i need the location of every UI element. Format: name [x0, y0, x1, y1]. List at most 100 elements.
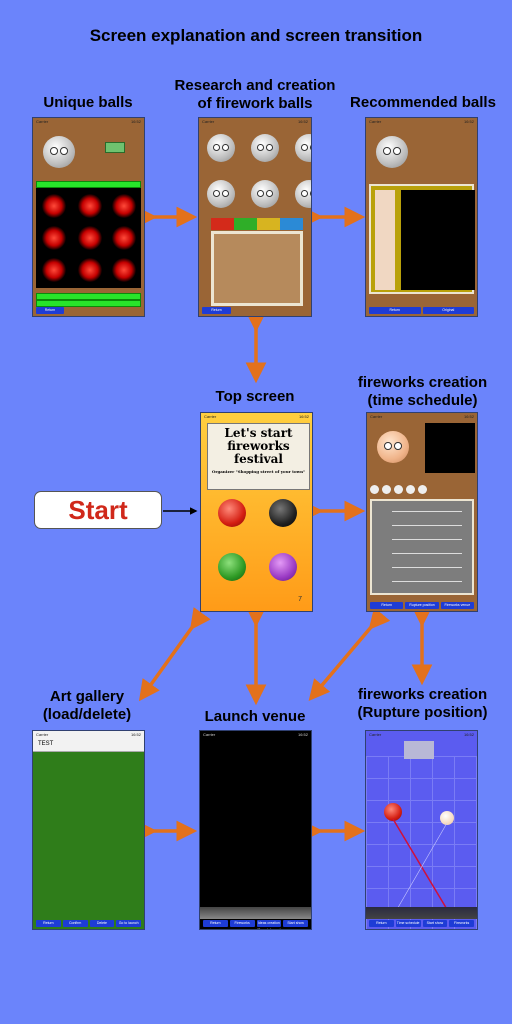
- delete-button[interactable]: Delete: [89, 920, 115, 927]
- ball-character-icon: [376, 136, 408, 168]
- label-research-line2: of firework balls: [197, 95, 313, 112]
- ball-icon[interactable]: [251, 134, 279, 162]
- black-ball-icon[interactable]: [269, 499, 297, 527]
- green-bar-2[interactable]: [36, 300, 141, 307]
- schedule-sliders[interactable]: [370, 499, 474, 595]
- button-bar: Return Rupture position Fireworks venue: [370, 602, 474, 609]
- fireworks-venue-button[interactable]: Fireworks venue: [229, 920, 255, 929]
- banner-line-1: Let's start: [224, 426, 293, 440]
- label-research-line1: Research and creation: [174, 77, 336, 94]
- label-creation-time-line2: (time schedule): [367, 392, 478, 409]
- ball-selector[interactable]: [404, 741, 434, 759]
- festival-banner: Let's start fireworks festival Organizer…: [207, 423, 310, 490]
- fireworks-venue-button[interactable]: Fireworks venue: [449, 920, 474, 929]
- return-button[interactable]: Return: [36, 307, 64, 314]
- position-grid[interactable]: [366, 756, 477, 929]
- banner-line-3: festival: [234, 452, 283, 466]
- recommended-grid[interactable]: [369, 184, 475, 294]
- ball-character-icon: [43, 136, 75, 168]
- return-button[interactable]: Return: [369, 920, 394, 927]
- return-button[interactable]: Return: [370, 602, 404, 609]
- ball-icon[interactable]: [207, 134, 235, 162]
- material-strip[interactable]: [211, 218, 303, 230]
- fireworks-venue-button[interactable]: Fireworks venue: [440, 602, 474, 609]
- label-research: Research and creation of firework balls: [160, 77, 350, 113]
- arrow-top-gallery: [138, 607, 211, 702]
- arrow-time-launch: [308, 607, 391, 702]
- red-ball-icon[interactable]: [384, 803, 402, 821]
- ball-character-icon: [377, 431, 409, 463]
- peach-ball-icon[interactable]: [440, 811, 454, 825]
- mixing-box[interactable]: [211, 231, 303, 306]
- ball-strip[interactable]: [370, 485, 474, 495]
- start-show-button[interactable]: Start show: [422, 920, 448, 927]
- fireworks-grid: [36, 188, 141, 288]
- label-top-screen: Top screen: [215, 388, 295, 405]
- page-number: 7: [298, 596, 302, 603]
- button-bar: Return Original: [369, 307, 474, 314]
- trajectory-lines: [392, 818, 449, 912]
- green-ball-icon[interactable]: [218, 553, 246, 581]
- ball-icon[interactable]: [207, 180, 235, 208]
- return-button[interactable]: Return: [369, 307, 421, 314]
- button-bar: Return Confirm Delete Go to launch venue: [36, 920, 141, 929]
- button-bar: Return Time schedule Start show Firework…: [369, 920, 474, 929]
- return-button[interactable]: Return: [202, 307, 231, 314]
- rupture-position-button[interactable]: Rupture position: [405, 602, 439, 609]
- ideas-creation-button[interactable]: Ideas creation (Speed, Image): [256, 920, 282, 930]
- label-creation-rupture-line1: fireworks creation: [357, 686, 488, 703]
- label-creation-time-line1: fireworks creation: [357, 374, 488, 391]
- launch-venue-button[interactable]: Go to launch venue: [116, 920, 141, 929]
- button-bar: Return: [36, 307, 64, 314]
- gallery-list-item[interactable]: TEST: [33, 738, 144, 752]
- label-art-gallery-line2: (load/delete): [42, 706, 132, 723]
- start-button[interactable]: Start: [34, 491, 162, 529]
- red-ball-icon[interactable]: [218, 499, 246, 527]
- banner-line-2: fireworks: [227, 439, 290, 453]
- ball-icon[interactable]: [295, 134, 311, 162]
- green-bar-top[interactable]: [36, 181, 141, 188]
- preview-panel: [425, 423, 475, 473]
- time-schedule-button[interactable]: Time schedule: [395, 920, 421, 927]
- label-creation-rupture-line2: (Rupture position): [357, 704, 488, 721]
- button-bar: Return: [202, 307, 231, 314]
- town-silhouette: [200, 907, 311, 919]
- ball-icon[interactable]: [295, 180, 311, 208]
- label-art-gallery-line1: Art gallery: [49, 688, 125, 705]
- label-creation-rupture: fireworks creation (Rupture position): [340, 686, 505, 722]
- label-unique-balls: Unique balls: [43, 94, 133, 111]
- label-creation-time: fireworks creation (time schedule): [340, 374, 505, 410]
- return-button[interactable]: Return: [203, 920, 228, 927]
- page-title: Screen explanation and screen transition: [89, 26, 423, 45]
- start-show-button[interactable]: Start show: [283, 920, 308, 927]
- town-silhouette: [366, 907, 477, 919]
- green-bar-1[interactable]: [36, 293, 141, 300]
- ball-icon[interactable]: [251, 180, 279, 208]
- confirm-button[interactable]: Confirm: [62, 920, 88, 927]
- mini-button[interactable]: [105, 142, 125, 153]
- return-button[interactable]: Return: [36, 920, 61, 927]
- original-button[interactable]: Original: [422, 307, 474, 314]
- purple-ball-icon[interactable]: [269, 553, 297, 581]
- label-art-gallery: Art gallery (load/delete): [22, 688, 152, 724]
- button-bar: Return Fireworks venue Ideas creation (S…: [203, 920, 308, 930]
- label-launch-venue: Launch venue: [204, 708, 306, 725]
- organizer-text: Organizer "Shopping street of your town": [211, 469, 306, 474]
